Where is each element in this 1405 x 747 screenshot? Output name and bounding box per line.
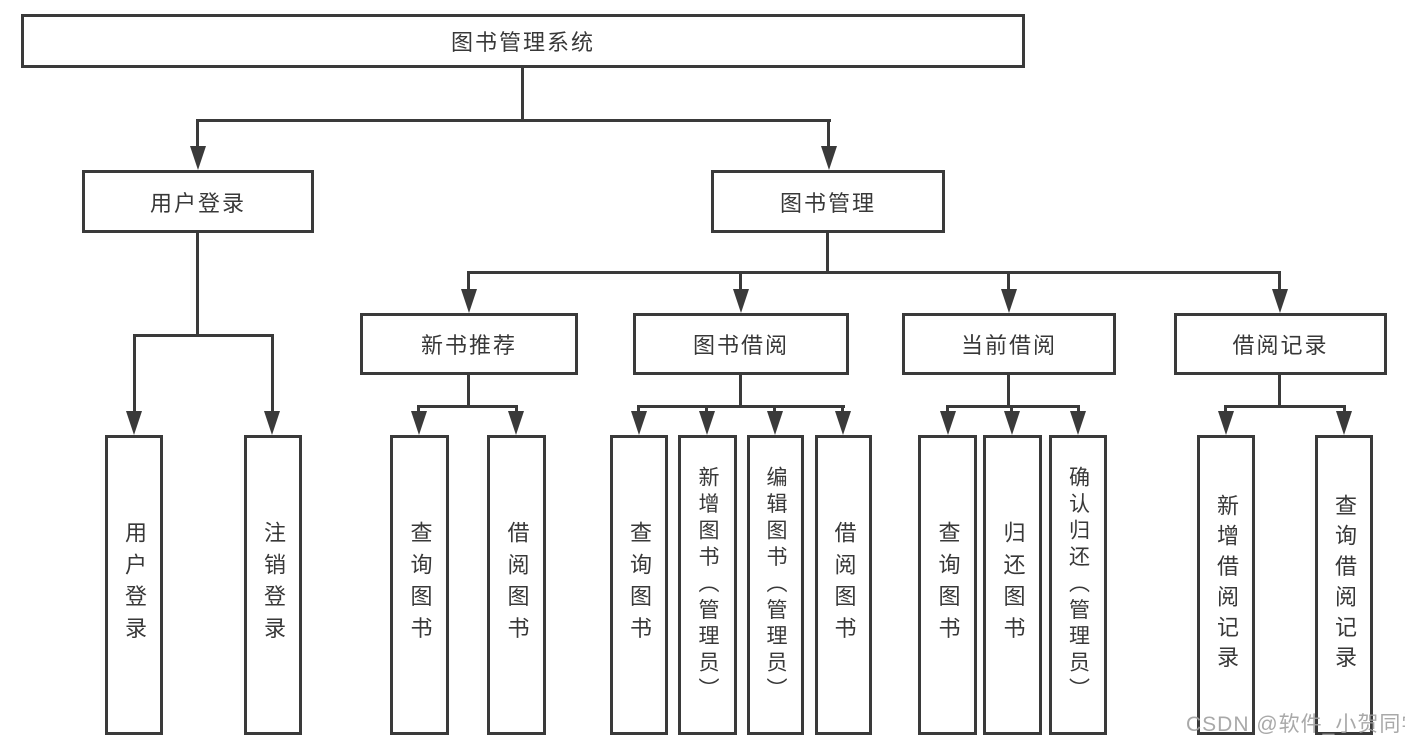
connector-br-hline [1224, 405, 1346, 408]
node-current-borrow: 当前借阅 [902, 313, 1116, 375]
node-current-borrow-label: 当前借阅 [960, 333, 1057, 358]
node-leaf-cb-confirm-return-label: 确认归还（管理员） [1066, 465, 1090, 705]
node-leaf-cb-return-books: 归还图书 [983, 435, 1042, 735]
node-leaf-bb-borrow-books-label: 借阅图书 [831, 521, 857, 649]
node-leaf-nb-query-books: 查询图书 [390, 435, 449, 735]
connector-br-vline [1278, 375, 1281, 408]
node-leaf-user-login-label: 用户登录 [122, 521, 147, 649]
node-leaf-cb-query-books: 查询图书 [918, 435, 977, 735]
arrow-down-icon [1004, 411, 1020, 435]
node-leaf-bb-edit-books-label: 编辑图书（管理员） [764, 465, 787, 705]
connector-nb-hline [417, 405, 518, 408]
watermark: CSDN @软件_小贺同学 [1186, 713, 1405, 736]
connector-cb-hline [946, 405, 1080, 408]
connector-bookmgmt-shaft-4 [1278, 271, 1281, 293]
arrow-down-icon [1336, 411, 1352, 435]
node-leaf-user-login: 用户登录 [105, 435, 163, 735]
arrow-down-icon [733, 289, 749, 313]
connector-bookmgmt-hline [467, 271, 1281, 274]
arrow-down-icon [264, 411, 280, 435]
connector-bb-vline [739, 375, 742, 408]
node-root: 图书管理系统 [21, 14, 1025, 68]
node-leaf-br-query-record: 查询借阅记录 [1315, 435, 1373, 735]
node-leaf-br-add-record-label: 新增借阅记录 [1214, 493, 1239, 677]
arrow-down-icon [835, 411, 851, 435]
arrow-down-icon [821, 146, 837, 170]
arrow-down-icon [508, 411, 524, 435]
node-leaf-br-query-record-label: 查询借阅记录 [1332, 493, 1357, 677]
connector-root-hline [197, 119, 831, 122]
node-book-borrow: 图书借阅 [633, 313, 849, 375]
node-leaf-bb-query-books: 查询图书 [610, 435, 668, 735]
arrow-down-icon [1001, 289, 1017, 313]
connector-root-shaft-left [196, 119, 199, 150]
arrow-down-icon [461, 289, 477, 313]
node-root-label: 图书管理系统 [450, 30, 595, 55]
node-book-management-label: 图书管理 [779, 190, 876, 216]
arrow-down-icon [940, 411, 956, 435]
node-leaf-bb-query-books-label: 查询图书 [627, 521, 652, 649]
connector-bookmgmt-shaft-1 [467, 271, 470, 293]
connector-bookmgmt-shaft-2 [739, 271, 742, 293]
connector-userlogin-hline [133, 334, 274, 337]
connector-cb-vline [1007, 375, 1010, 408]
connector-userlogin-vline [196, 233, 199, 337]
node-leaf-nb-borrow-books: 借阅图书 [487, 435, 546, 735]
node-borrow-record: 借阅记录 [1174, 313, 1387, 375]
node-leaf-bb-add-books: 新增图书（管理员） [678, 435, 737, 735]
node-leaf-logout-label: 注销登录 [261, 521, 286, 649]
node-book-borrow-label: 图书借阅 [692, 333, 789, 358]
node-leaf-br-add-record: 新增借阅记录 [1197, 435, 1255, 735]
arrow-down-icon [1070, 411, 1086, 435]
arrow-down-icon [126, 411, 142, 435]
connector-nb-vline [467, 375, 470, 408]
connector-bb-hline [637, 405, 845, 408]
arrow-down-icon [1272, 289, 1288, 313]
arrow-down-icon [411, 411, 427, 435]
arrow-down-icon [631, 411, 647, 435]
arrow-down-icon [767, 411, 783, 435]
node-leaf-bb-edit-books: 编辑图书（管理员） [747, 435, 804, 735]
node-new-book-recommend: 新书推荐 [360, 313, 578, 375]
connector-bookmgmt-shaft-3 [1007, 271, 1010, 293]
node-new-book-recommend-label: 新书推荐 [420, 333, 517, 358]
arrow-down-icon [190, 146, 206, 170]
connector-root-shaft-right [827, 119, 830, 150]
node-leaf-logout: 注销登录 [244, 435, 302, 735]
node-leaf-bb-borrow-books: 借阅图书 [815, 435, 872, 735]
node-book-management: 图书管理 [711, 170, 945, 233]
connector-root-vline [521, 68, 524, 121]
connector-userlogin-shaft-left [133, 334, 136, 416]
connector-userlogin-shaft-right [271, 334, 274, 416]
node-leaf-nb-borrow-books-label: 借阅图书 [504, 521, 530, 649]
node-borrow-record-label: 借阅记录 [1232, 333, 1329, 358]
node-leaf-bb-add-books-label: 新增图书（管理员） [696, 465, 719, 705]
arrow-down-icon [1218, 411, 1234, 435]
node-leaf-cb-return-books-label: 归还图书 [1000, 521, 1026, 649]
node-leaf-cb-query-books-label: 查询图书 [935, 521, 961, 649]
node-user-login-label: 用户登录 [149, 190, 246, 216]
node-leaf-cb-confirm-return: 确认归还（管理员） [1049, 435, 1107, 735]
arrow-down-icon [699, 411, 715, 435]
node-leaf-nb-query-books-label: 查询图书 [407, 521, 433, 649]
connector-bookmgmt-vline [826, 233, 829, 274]
node-user-login: 用户登录 [82, 170, 314, 233]
